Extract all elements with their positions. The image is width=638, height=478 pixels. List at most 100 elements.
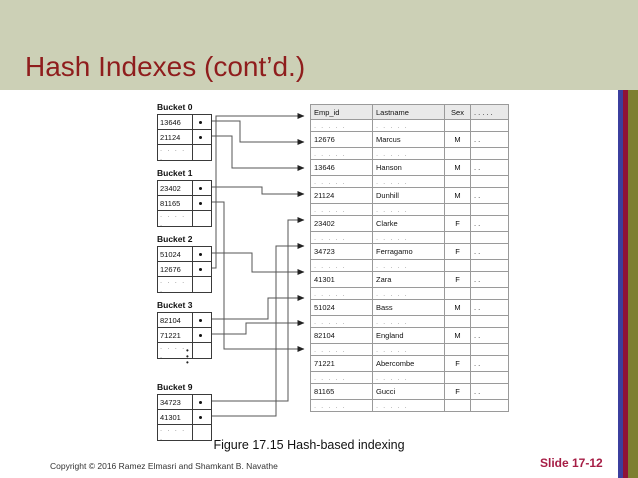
cell-etc-ellipsis xyxy=(470,371,509,384)
cell-etc: . . xyxy=(470,131,509,148)
cell-etc-ellipsis xyxy=(470,203,509,216)
cell-lastname: Hanson xyxy=(372,159,445,176)
cell-sex-ellipsis xyxy=(444,371,471,384)
bucket-entry-key: 21124 xyxy=(158,130,193,144)
cell-lastname: Gucci xyxy=(372,383,445,400)
bucket-entry-row[interactable]: 12676 xyxy=(158,262,211,277)
bucket-entry-pointer xyxy=(193,115,211,129)
cell-emp-id-ellipsis: . . . . . xyxy=(310,231,373,244)
cell-sex-ellipsis xyxy=(444,343,471,356)
cell-lastname-ellipsis: . . . . . xyxy=(372,371,445,384)
cell-lastname-ellipsis: . . . . . xyxy=(372,203,445,216)
column-header-etc: . . . . . xyxy=(470,104,509,120)
bucket-entry-pointer xyxy=(193,181,211,195)
column-header-lastname: Lastname xyxy=(372,104,445,120)
bucket-ellipsis: . . . . . xyxy=(158,342,193,360)
bucket-entry-row[interactable]: 71221 xyxy=(158,328,211,343)
bucket-entry-pointer xyxy=(193,395,211,409)
bucket-empty-pointer xyxy=(193,277,211,292)
bucket-label: Bucket 9 xyxy=(157,382,193,392)
bucket-box[interactable]: 82104 71221 . . . . . xyxy=(157,312,212,360)
cell-emp-id: 21124 xyxy=(310,187,373,204)
table-ellipsis-row: . . . . .. . . . . xyxy=(310,203,509,216)
bucket-entry-row[interactable]: 23402 xyxy=(158,181,211,196)
cell-lastname: Bass xyxy=(372,299,445,316)
bucket-entry-pointer xyxy=(193,130,211,144)
bucket-entry-key: 23402 xyxy=(158,181,193,195)
bucket-entry-row[interactable]: 81165 xyxy=(158,196,211,211)
cell-etc: . . xyxy=(470,159,509,176)
bucket-empty-pointer xyxy=(193,211,211,226)
cell-emp-id-ellipsis: . . . . . xyxy=(310,343,373,356)
cell-sex: M xyxy=(444,131,471,148)
cell-lastname-ellipsis: . . . . . xyxy=(372,399,445,412)
bucket-entry-row[interactable]: 82104 xyxy=(158,313,211,328)
bucket-label: Bucket 0 xyxy=(157,102,193,112)
cell-emp-id: 51024 xyxy=(310,299,373,316)
cell-sex-ellipsis xyxy=(444,287,471,300)
cell-emp-id-ellipsis: . . . . . xyxy=(310,119,373,132)
cell-etc: . . xyxy=(470,355,509,372)
bucket-entry-row[interactable]: 21124 xyxy=(158,130,211,145)
bucket-label: Bucket 1 xyxy=(157,168,193,178)
cell-lastname-ellipsis: . . . . . xyxy=(372,175,445,188)
cell-sex-ellipsis xyxy=(444,259,471,272)
bucket-ellipsis: . . . . . xyxy=(158,276,193,294)
bucket-empty-pointer xyxy=(193,343,211,358)
cell-etc-ellipsis xyxy=(470,287,509,300)
cell-lastname-ellipsis: . . . . . xyxy=(372,315,445,328)
cell-sex-ellipsis xyxy=(444,315,471,328)
cell-emp-id: 23402 xyxy=(310,215,373,232)
bucket-entry-key: 41301 xyxy=(158,410,193,424)
bucket-box[interactable]: 23402 81165 . . . . . xyxy=(157,180,212,228)
table-header-row: Emp_id Lastname Sex . . . . . xyxy=(310,104,509,120)
cell-lastname-ellipsis: . . . . . xyxy=(372,231,445,244)
bucket-group-1: Bucket 1 23402 81165 . . . . . xyxy=(157,168,212,228)
ellipsis-dot: • xyxy=(186,346,189,355)
table-ellipsis-row: . . . . .. . . . . xyxy=(310,231,509,244)
bucket-entry-row[interactable]: 51024 xyxy=(158,247,211,262)
bucket-entry-row[interactable]: 41301 xyxy=(158,410,211,425)
bucket-entry-row[interactable]: 13646 xyxy=(158,115,211,130)
cell-lastname: Zara xyxy=(372,271,445,288)
table-ellipsis-row: . . . . .. . . . . xyxy=(310,147,509,160)
bucket-box[interactable]: 13646 21124 . . . . . xyxy=(157,114,212,162)
table-ellipsis-row: . . . . .. . . . . xyxy=(310,371,509,384)
cell-lastname-ellipsis: . . . . . xyxy=(372,259,445,272)
bucket-entry-row[interactable]: 34723 xyxy=(158,395,211,410)
cell-emp-id-ellipsis: . . . . . xyxy=(310,259,373,272)
cell-sex-ellipsis xyxy=(444,147,471,160)
bucket-box[interactable]: 34723 41301 . . . . . xyxy=(157,394,212,442)
cell-emp-id: 82104 xyxy=(310,327,373,344)
table-ellipsis-row: . . . . .. . . . . xyxy=(310,287,509,300)
table-ellipsis-row: . . . . .. . . . . xyxy=(310,343,509,356)
cell-emp-id: 12676 xyxy=(310,131,373,148)
bucket-label: Bucket 3 xyxy=(157,300,193,310)
cell-lastname-ellipsis: . . . . . xyxy=(372,343,445,356)
cell-lastname-ellipsis: . . . . . xyxy=(372,147,445,160)
cell-lastname: Abercombe xyxy=(372,355,445,372)
cell-etc-ellipsis xyxy=(470,399,509,412)
cell-sex-ellipsis xyxy=(444,231,471,244)
cell-sex: M xyxy=(444,327,471,344)
decor-stripe-olive xyxy=(628,90,638,478)
table-ellipsis-row: . . . . .. . . . . xyxy=(310,175,509,188)
cell-emp-id: 71221 xyxy=(310,355,373,372)
hash-index-diagram: Bucket 0 13646 21124 . . . . . Bucket 1 … xyxy=(0,90,618,442)
ellipsis-dot: • xyxy=(186,358,189,367)
bucket-list-vertical-ellipsis: • • • xyxy=(186,346,189,367)
bucket-box[interactable]: 51024 12676 . . . . . xyxy=(157,246,212,294)
cell-sex: M xyxy=(444,187,471,204)
cell-sex: F xyxy=(444,355,471,372)
cell-etc-ellipsis xyxy=(470,231,509,244)
